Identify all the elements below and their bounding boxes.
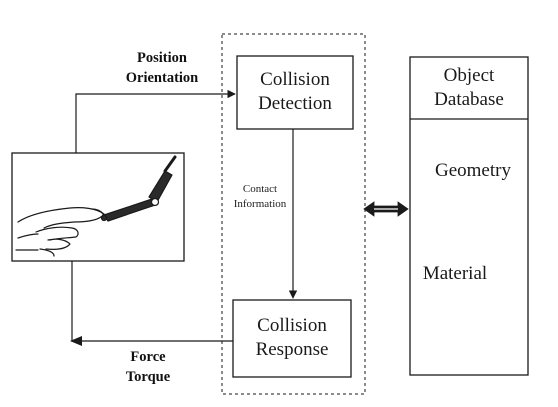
input-label-line2: Orientation (125, 70, 199, 86)
collision-response-line2: Response (255, 339, 329, 360)
haptic-device-frame (11, 152, 185, 262)
output-arrowhead (70, 336, 82, 346)
object-database-title-line1: Object (443, 65, 495, 86)
object-database-title: Object Database (410, 64, 528, 112)
input-arrow (75, 89, 236, 153)
collision-response-box (232, 299, 352, 378)
input-label-line1: Position (137, 50, 187, 66)
collision-detection-label: Collision Detection (237, 68, 353, 116)
collision-response-line1: Collision (257, 315, 327, 336)
collision-detection-line1: Collision (260, 69, 330, 90)
object-database-title-line2: Database (434, 89, 504, 110)
output-label: Force Torque (100, 347, 196, 387)
contact-information-label: Contact Information (228, 182, 292, 212)
collision-detection-box (236, 55, 354, 130)
contact-information-line2: Information (233, 198, 287, 210)
double-headed-arrow-icon (363, 201, 409, 217)
object-database-box (409, 56, 529, 376)
database-item-geometry: Geometry (435, 160, 511, 181)
output-arrow-line (71, 261, 233, 342)
hand-with-haptic-stylus-icon (15, 155, 177, 257)
collision-response-label: Collision Response (233, 314, 351, 362)
output-label-line1: Force (130, 349, 166, 365)
contact-information-line1: Contact (242, 183, 278, 195)
database-item-material: Material (422, 263, 488, 284)
output-label-line2: Torque (125, 369, 171, 385)
input-label: Position Orientation (102, 48, 222, 88)
collision-detection-line2: Detection (258, 93, 332, 114)
